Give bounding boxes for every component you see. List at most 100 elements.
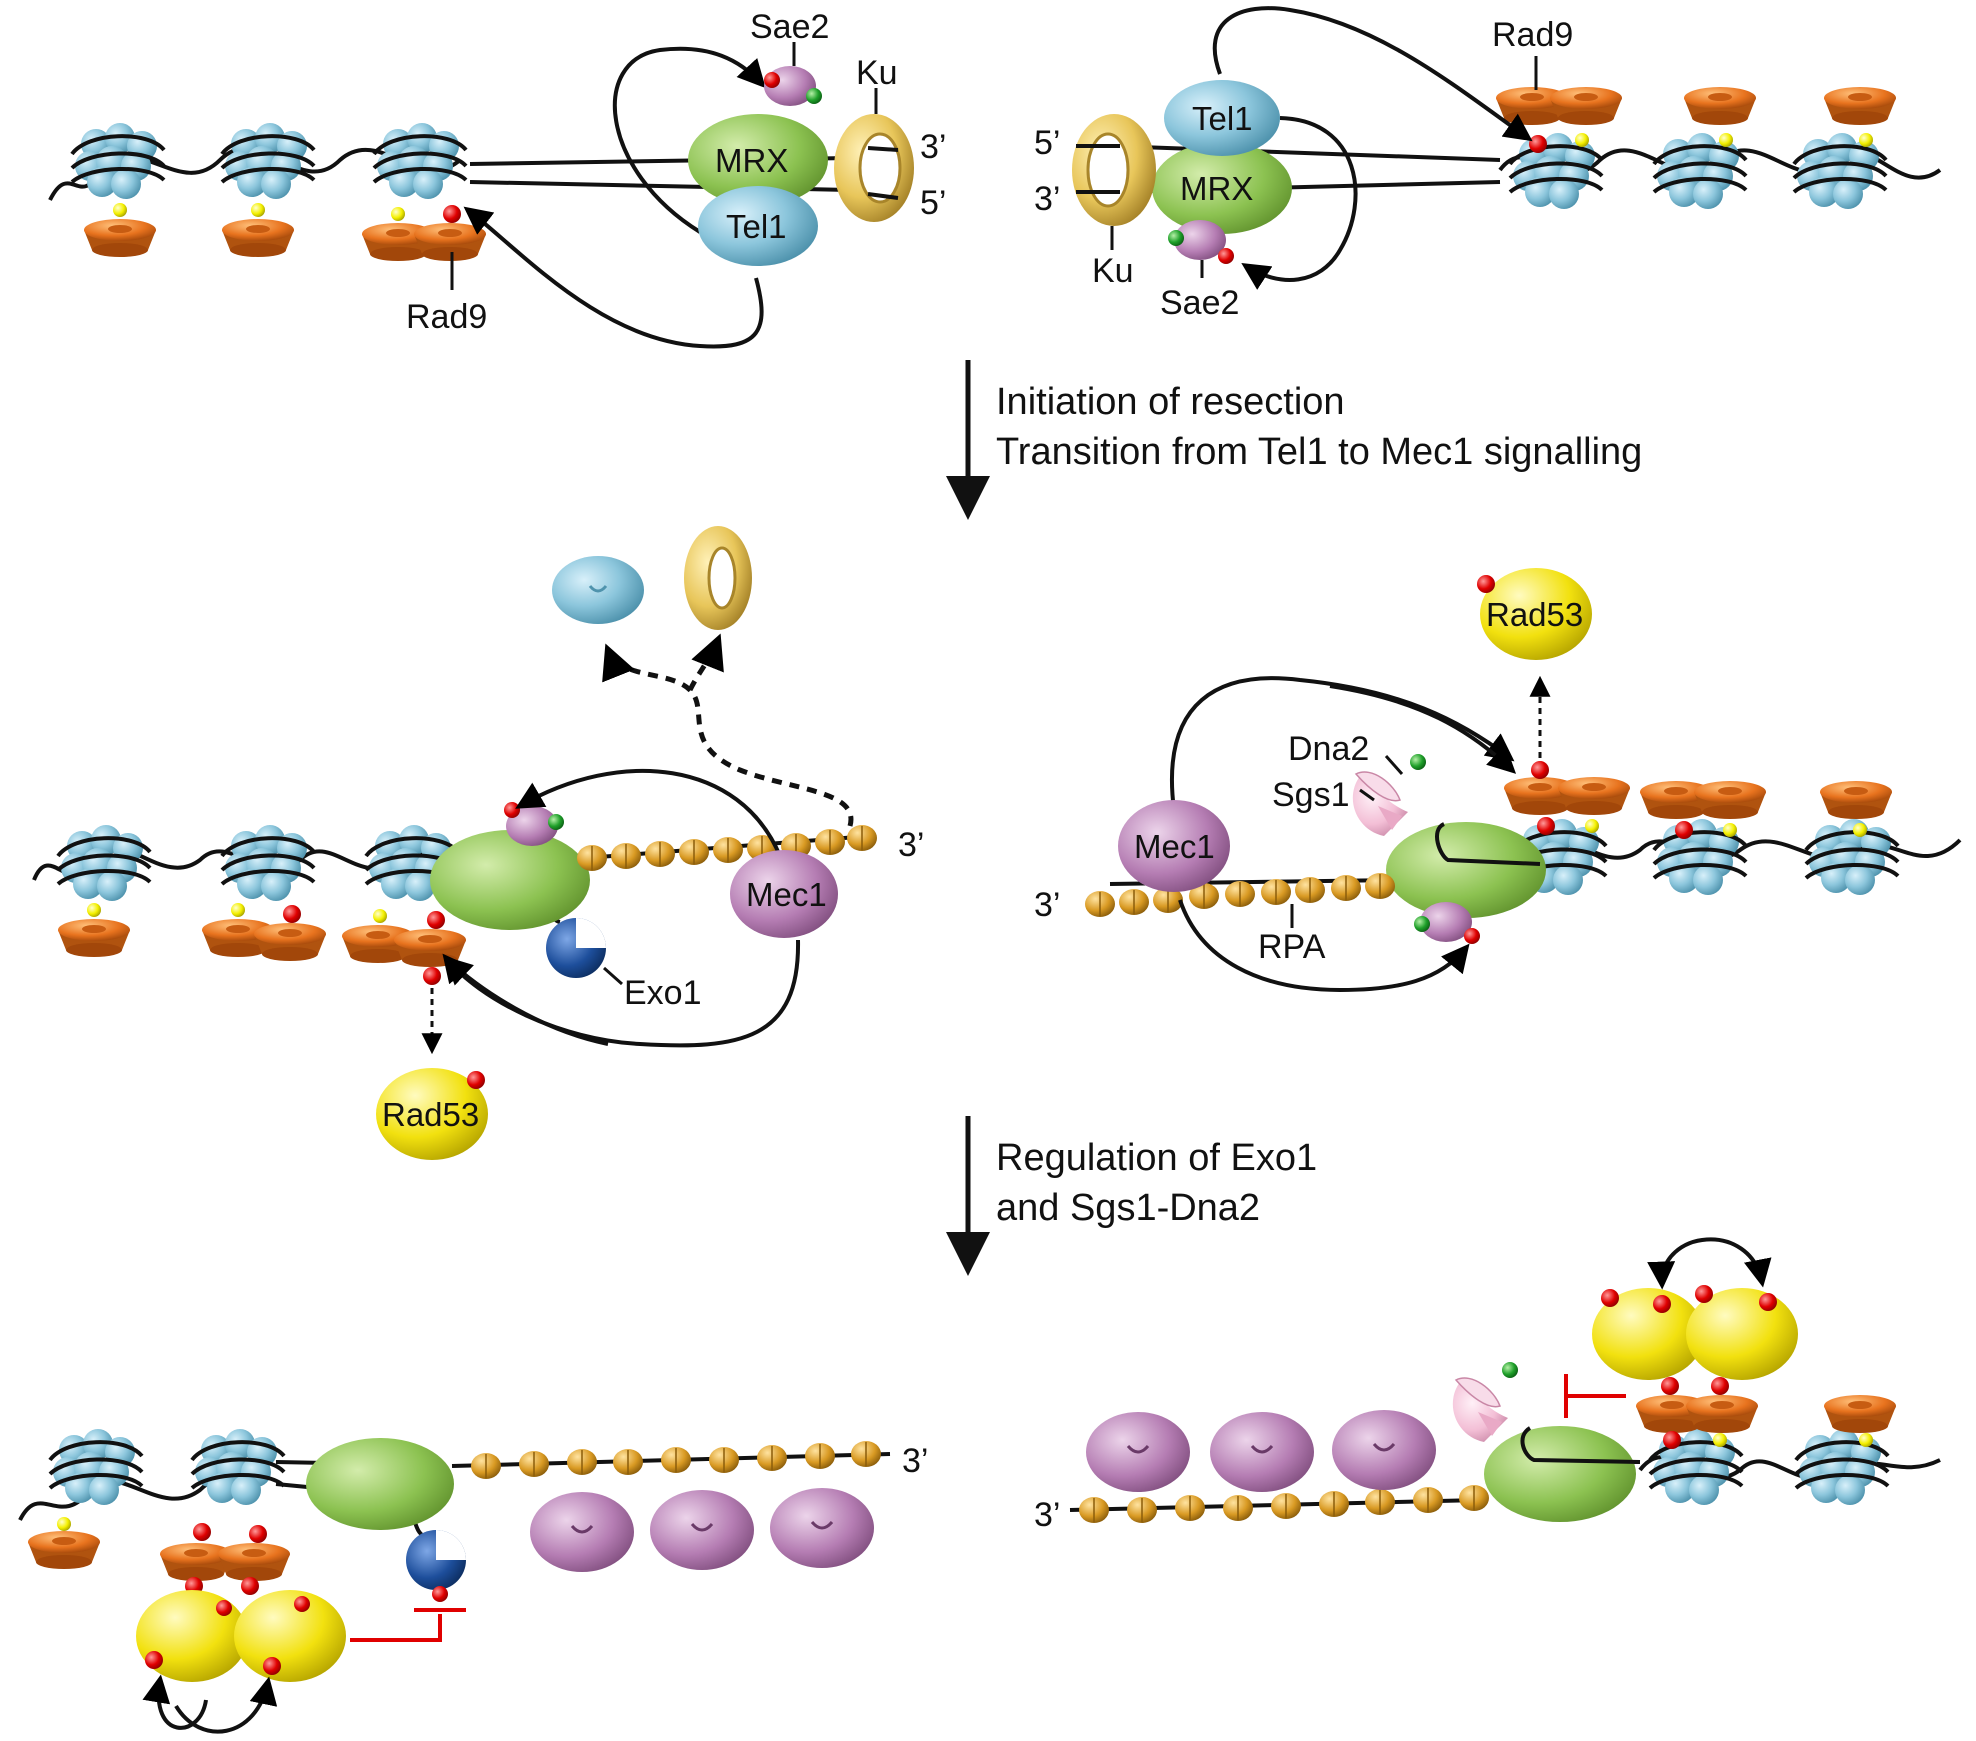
five-prime-label: 5’ — [920, 184, 946, 222]
exo1-label: Exo1 — [624, 974, 702, 1012]
mec1-label: Mec1 — [1134, 828, 1215, 865]
step2-line2: and Sgs1-Dna2 — [996, 1187, 1260, 1229]
rad9-protein — [218, 1543, 290, 1581]
rad53-dimer — [136, 1590, 346, 1682]
rpa-chain — [1084, 872, 1396, 918]
rad9-protein — [414, 223, 486, 261]
three-prime-label: 3’ — [1034, 886, 1060, 924]
sgs1-label: Sgs1 — [1272, 776, 1350, 814]
sae2-protein — [1414, 902, 1480, 944]
mrx-complex — [1386, 822, 1546, 918]
rad9-label: Rad9 — [1492, 16, 1573, 54]
tel1-label: Tel1 — [726, 208, 787, 245]
rad9-protein — [160, 1543, 232, 1581]
step1-line1: Initiation of resection — [996, 381, 1345, 423]
tel1-kinase: Tel1 — [698, 186, 818, 266]
mec1-disc — [768, 1486, 876, 1570]
three-prime-label: 3’ — [1034, 1496, 1060, 1534]
step2-line1: Regulation of Exo1 — [996, 1137, 1317, 1179]
mrx-label: MRX — [715, 142, 788, 179]
nucleosome — [220, 121, 316, 201]
exo1-nuclease — [546, 918, 606, 978]
rad9-protein — [254, 923, 326, 961]
sgs1-dna2-complex — [1452, 1377, 1509, 1443]
sgs1-dna2-complex — [1352, 771, 1409, 837]
nucleosome — [1804, 817, 1900, 897]
released-ku — [684, 526, 752, 630]
ku-ring — [1072, 114, 1156, 226]
five-prime-label: 5’ — [1034, 124, 1060, 162]
panel-top-left: Rad9 MRX Tel1 Sae2 Ku 3’ — [48, 8, 946, 349]
mec1-disc — [1330, 1408, 1438, 1492]
mrx-complex — [306, 1438, 454, 1530]
mrx-complex: MRX — [1152, 142, 1292, 234]
panel-bottom-right: 3’ — [1034, 1237, 1941, 1534]
rad9-protein — [394, 929, 466, 967]
panel-top-right: Rad9 MRX Tel1 5’ 3’ Ku Sae2 — [1034, 6, 1942, 322]
mrx-label: MRX — [1180, 170, 1253, 207]
rad9-protein — [1820, 781, 1892, 819]
nucleosome — [56, 823, 152, 903]
rad9-protein — [1824, 87, 1896, 125]
mrx-complex — [1484, 1426, 1636, 1522]
dna2-label: Dna2 — [1288, 730, 1369, 768]
mec1-disc — [1084, 1410, 1192, 1494]
panel-bottom-left: 3’ — [18, 1427, 928, 1734]
rad9-protein — [1550, 87, 1622, 125]
nucleosome — [1794, 1427, 1890, 1507]
sae2-label: Sae2 — [1160, 284, 1239, 322]
nucleosome — [220, 823, 316, 903]
three-prime-label: 3’ — [902, 1442, 928, 1480]
step-arrow-2: Regulation of Exo1 and Sgs1-Dna2 — [946, 1116, 1317, 1276]
mec1-disc — [648, 1488, 756, 1572]
mrx-complex — [430, 830, 590, 930]
mec1-label: Mec1 — [746, 876, 827, 913]
rad53-kinase: Rad53 — [1477, 568, 1592, 660]
rad9-protein — [1686, 1395, 1758, 1433]
nucleosome — [190, 1427, 286, 1507]
sae2-protein — [764, 66, 822, 106]
panel-middle-left: 3’ Mec1 Exo1 Rad53 — [32, 526, 924, 1160]
rad9-protein — [84, 219, 156, 257]
ku-ring — [834, 114, 914, 222]
rad53-kinase: Rad53 — [376, 1068, 488, 1160]
rpa-label: RPA — [1258, 928, 1326, 966]
three-prime-label: 3’ — [920, 128, 946, 166]
sae2-protein — [1168, 220, 1234, 264]
mec1-kinase: Mec1 — [1118, 800, 1230, 892]
rad9-label: Rad9 — [406, 298, 487, 336]
tel1-kinase: Tel1 — [1164, 80, 1280, 156]
rad53-label: Rad53 — [382, 1096, 479, 1133]
released-tel1 — [552, 556, 644, 624]
mrx-complex: MRX — [688, 114, 828, 206]
panel-middle-right: Rad53 Dna2 Sgs1 3’ RPA — [1034, 568, 1962, 993]
sae2-label: Sae2 — [750, 8, 829, 46]
rad53-dimer — [1592, 1285, 1798, 1380]
mec1-kinase: Mec1 — [730, 850, 838, 938]
ku-label: Ku — [1092, 252, 1134, 290]
rad9-protein — [1558, 777, 1630, 815]
nucleosome — [1792, 131, 1888, 211]
nucleosome — [48, 1427, 144, 1507]
mec1-disc — [528, 1490, 636, 1574]
three-prime-label: 3’ — [898, 826, 924, 864]
ku-label: Ku — [856, 54, 898, 92]
rad53-label: Rad53 — [1486, 596, 1583, 633]
mec1-disc — [1208, 1410, 1316, 1494]
three-prime-label: 3’ — [1034, 180, 1060, 218]
step-arrow-1: Initiation of resection Transition from … — [946, 360, 1642, 520]
rpa-chain — [576, 824, 878, 872]
rad9-protein — [1694, 781, 1766, 819]
rad9-protein — [28, 1531, 100, 1569]
rad9-protein — [1684, 87, 1756, 125]
nucleosome — [1652, 131, 1748, 211]
rad9-protein — [222, 219, 294, 257]
nucleosome — [372, 121, 468, 201]
step1-line2: Transition from Tel1 to Mec1 signalling — [996, 431, 1642, 473]
rad9-protein — [58, 919, 130, 957]
rpa-chain — [470, 1440, 882, 1480]
exo1-nuclease — [406, 1530, 466, 1602]
tel1-label: Tel1 — [1192, 100, 1253, 137]
rad9-protein — [1824, 1395, 1896, 1433]
